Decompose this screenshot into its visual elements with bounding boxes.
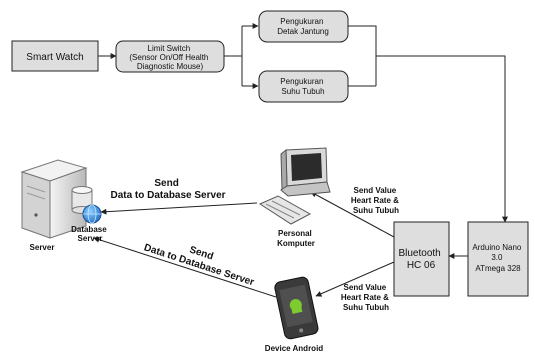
- node-arduino-nano: Arduino Nano 3.0 ATmega 328: [467, 221, 529, 297]
- edge-pc-server: [100, 202, 258, 215]
- node-smart-watch: Smart Watch: [11, 40, 99, 72]
- edge-android-server: [93, 236, 277, 298]
- bluetooth-line2: HC 06: [407, 260, 436, 271]
- send-data-pc-label: Send Data to Database Server: [110, 178, 225, 201]
- edge-limitswitch-split: [224, 26, 243, 86]
- detak-jantung-line2: Detak Jantung: [277, 27, 329, 36]
- arduino-line1: Arduino Nano: [472, 243, 521, 252]
- server-tower-icon: [20, 159, 88, 239]
- arduino-line2: 3.0: [491, 253, 503, 262]
- personal-computer-icon: [258, 147, 331, 225]
- node-limit-switch: Limit Switch (Sensor On/Off Health Diagn…: [115, 40, 225, 73]
- limit-switch-line1: Limit Switch: [148, 44, 191, 53]
- server-label: Server: [30, 243, 55, 252]
- send-value-pc-label: Send Value Heart Rate & Suhu Tubuh: [351, 186, 401, 215]
- node-bluetooth: Bluetooth HC 06: [393, 221, 450, 297]
- suhu-tubuh-line1: Pengukuran: [280, 77, 323, 86]
- svg-text:Pengukuran Suhu Tubuh: Pengukuran Suhu Tubuh: [280, 77, 325, 96]
- globe-icon: [82, 204, 102, 224]
- detak-jantung-line1: Pengukuran: [280, 17, 323, 26]
- svg-text:Pengukuran Detak Jantung: Pengukuran Detak Jantung: [277, 17, 329, 36]
- personal-komputer-label: Personal Komputer: [277, 229, 315, 248]
- edge-bluetooth-pc: [310, 191, 395, 238]
- android-phone-icon: [274, 276, 319, 340]
- device-android-label: Device Android: [265, 344, 323, 353]
- arduino-line3: ATmega 328: [475, 264, 521, 273]
- edge-bluetooth-android: [315, 261, 395, 297]
- send-value-android-label: Send Value Heart Rate & Suhu Tubuh: [341, 283, 391, 312]
- smart-watch-label: Smart Watch: [26, 52, 83, 63]
- svg-text:Bluetooth HC 06: Bluetooth HC 06: [398, 248, 443, 271]
- node-detak-jantung: Pengukuran Detak Jantung: [258, 10, 349, 43]
- svg-text:Arduino Nano 3.0 A: Arduino Nano 3.0 ATmega 328: [472, 243, 523, 273]
- node-suhu-tubuh: Pengukuran Suhu Tubuh: [258, 70, 349, 103]
- edge-merge-to-arduino: [348, 25, 505, 222]
- limit-switch-line3: Diagnostic Mouse): [137, 62, 204, 71]
- svg-text:Limit Switch (Sensor On/: Limit Switch (Sensor On/Off Health Diagn…: [129, 44, 210, 71]
- database-server-label: Database Server: [71, 225, 109, 243]
- suhu-tubuh-line2: Suhu Tubuh: [281, 87, 324, 96]
- limit-switch-line2: (Sensor On/Off Health: [129, 53, 208, 62]
- bluetooth-line1: Bluetooth: [398, 248, 440, 259]
